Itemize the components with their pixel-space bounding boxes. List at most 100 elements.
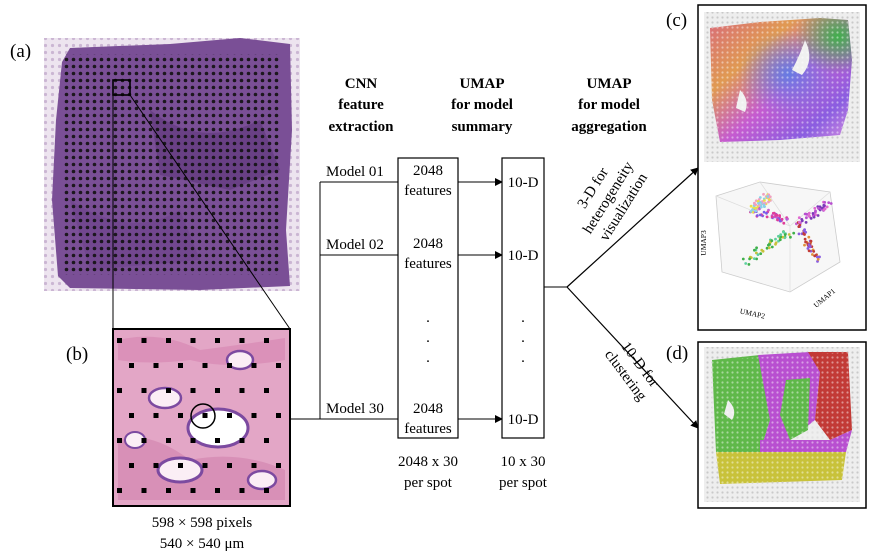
scatter-point (797, 232, 801, 236)
scatter-point (803, 243, 806, 247)
panel-label-c: (c) (666, 10, 687, 31)
scatter-point (800, 219, 804, 223)
scatter-point (765, 246, 769, 250)
scatter-point (755, 246, 758, 250)
scatter-point (758, 207, 761, 211)
scatter-point (753, 248, 756, 252)
scatter-point (779, 235, 783, 239)
umap-01: 10-D (508, 175, 539, 191)
spot-marker (166, 338, 171, 343)
scatter-point (756, 214, 759, 217)
spot-marker (178, 413, 183, 418)
scatter-axis-z: UMAP3 (699, 230, 708, 256)
spot-marker (264, 438, 269, 443)
scatter-point (772, 211, 776, 215)
scatter-point (806, 247, 810, 250)
spot-marker (239, 438, 245, 443)
spot-marker (141, 388, 147, 393)
svg-text:.: . (521, 310, 525, 326)
scatter-point (762, 210, 766, 214)
svg-text:summary: summary (452, 119, 513, 135)
svg-text:.: . (426, 330, 430, 346)
scatter-point (759, 213, 762, 217)
spot-marker (141, 488, 147, 493)
scatter-point (809, 217, 813, 220)
scatter-point (765, 211, 768, 215)
spot-marker (166, 438, 171, 443)
scatter-point (809, 239, 813, 243)
svg-text:Model 02: Model 02 (326, 237, 384, 253)
spot-marker (153, 413, 159, 418)
spot-marker (141, 438, 147, 443)
spot-marker (264, 338, 269, 343)
spot-marker (117, 438, 122, 443)
scatter-point (814, 209, 817, 213)
spot-marker (227, 413, 232, 418)
patch-location-box (112, 79, 131, 96)
heterogeneity-map (704, 12, 860, 162)
patch-size-microns: 540 × 540 μm (160, 536, 245, 552)
scatter-point (753, 206, 757, 210)
spot-marker (166, 488, 171, 493)
scatter-point (816, 257, 820, 261)
svg-text:aggregation: aggregation (571, 119, 647, 135)
svg-text:.: . (426, 310, 430, 326)
features-01-count: 2048 (413, 163, 443, 179)
scatter-point (811, 253, 814, 256)
svg-text:CNN: CNN (345, 76, 378, 92)
spot-marker (117, 388, 122, 393)
patch-size-pixels: 598 × 598 pixels (152, 515, 253, 531)
spot-marker (239, 338, 245, 343)
scatter-point (763, 199, 766, 202)
scatter-point (767, 246, 771, 250)
umap-total-unit: per spot (499, 475, 548, 491)
branch-label-lower: 10-D for clustering (601, 339, 662, 404)
scatter-point (757, 202, 760, 205)
spot-marker (251, 363, 257, 368)
scatter-point (807, 214, 811, 217)
scatter-point (753, 257, 756, 260)
highlighted-spot (190, 403, 216, 429)
scatter-point (767, 200, 770, 204)
spot-marker (276, 463, 281, 468)
scatter-point (778, 238, 782, 242)
scatter-point (827, 201, 831, 205)
features-30-count: 2048 (413, 401, 443, 417)
scatter-point (808, 245, 812, 249)
scatter-point (825, 205, 829, 209)
umap-total: 10 x 30 (501, 454, 546, 470)
scatter-point (792, 231, 796, 235)
scatter-point (774, 241, 778, 245)
umap-02: 10-D (508, 248, 539, 264)
spot-marker (153, 463, 159, 468)
scatter-point (765, 215, 769, 219)
spot-marker (276, 363, 281, 368)
model-row-01: Model 01 (320, 164, 398, 183)
scatter-point (761, 249, 765, 253)
spot-marker (166, 388, 171, 393)
scatter-point (766, 195, 770, 198)
scatter-point (751, 208, 754, 212)
spot-marker (264, 388, 269, 393)
spot-marker (178, 463, 183, 468)
scatter-point (748, 257, 751, 261)
scatter-point (777, 234, 780, 238)
zoom-line-right (129, 94, 291, 330)
scatter-point (817, 206, 820, 210)
scatter-point (756, 253, 760, 256)
branch-arrow-upper (566, 167, 699, 288)
spot-marker (141, 338, 147, 343)
spot-marker (215, 438, 220, 443)
scatter-point (779, 233, 783, 237)
scatter-point (805, 216, 808, 220)
scatter-point (798, 220, 801, 224)
spot-marker (251, 463, 257, 468)
scatter-point (754, 209, 757, 213)
scatter-point (782, 230, 785, 234)
svg-text:.: . (426, 350, 430, 366)
umap-column-box (501, 157, 545, 439)
spot-marker (251, 413, 257, 418)
scatter-point (781, 235, 785, 239)
patch-spot-grid (117, 338, 281, 493)
